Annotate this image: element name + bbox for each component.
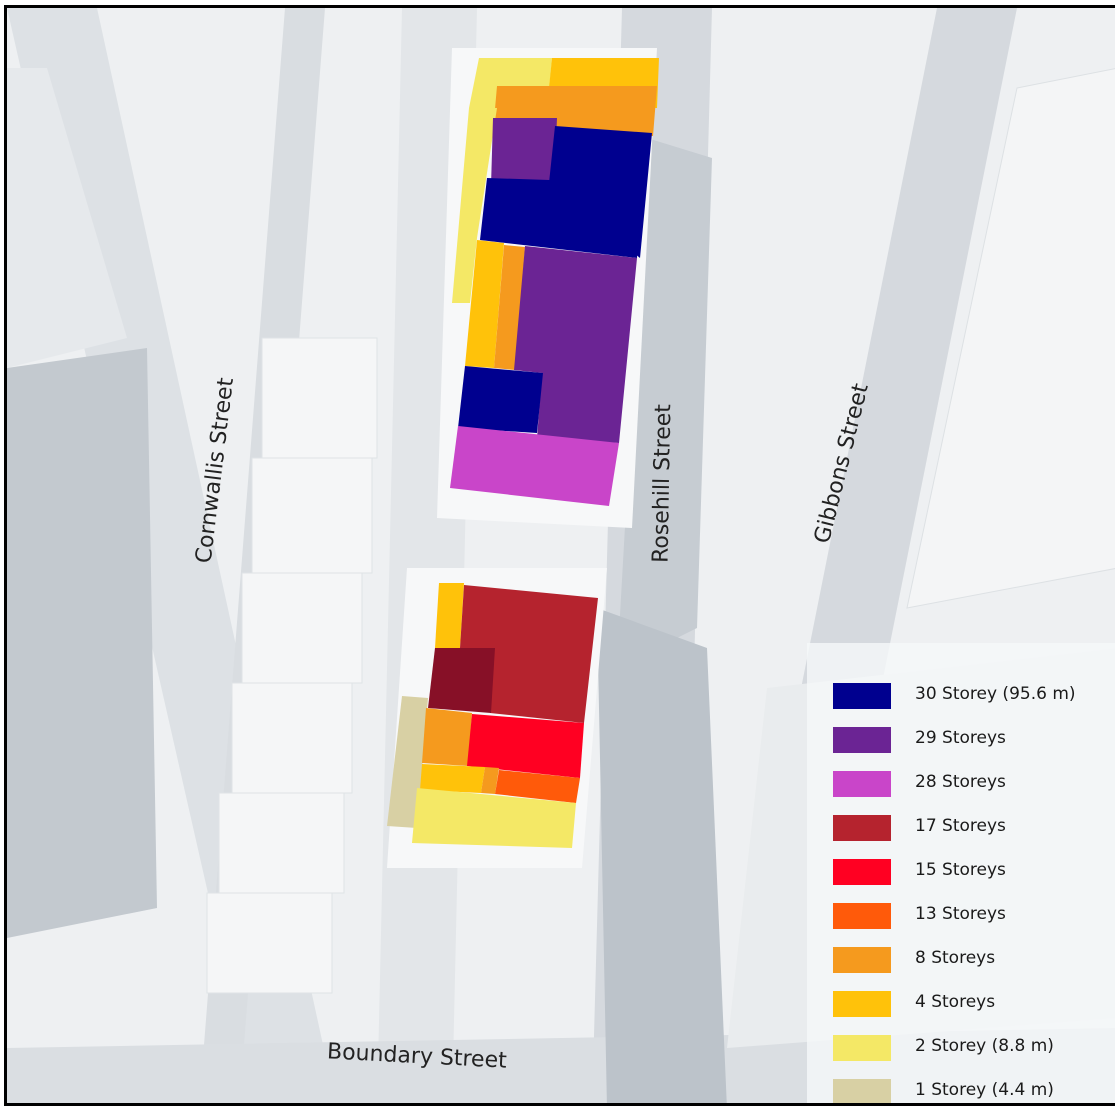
mass-17-storeys-dark	[428, 648, 495, 713]
mass-30-storey	[480, 178, 640, 258]
mass-17-storeys	[460, 585, 598, 723]
legend-label: 4 Storeys	[915, 992, 996, 1012]
legend-label: 28 Storeys	[915, 772, 1006, 792]
legend-swatch	[833, 771, 891, 797]
mass-30-storey	[458, 366, 543, 433]
legend-swatch	[833, 1079, 891, 1103]
mass-8-storeys	[422, 708, 472, 766]
legend-swatch	[833, 1035, 891, 1061]
terrace-house	[251, 457, 373, 574]
legend: 30 Storey (95.6 m) 29 Storeys 28 Storeys…	[807, 643, 1115, 1103]
map-canvas	[7, 8, 1115, 1103]
street-label-rosehill: Rosehill Street	[648, 403, 677, 564]
mass-29-storeys	[514, 246, 637, 443]
building-left-top	[7, 68, 127, 368]
mass-13-storeys	[495, 770, 580, 803]
mass-8-storeys	[481, 767, 499, 794]
legend-label: 30 Storey (95.6 m)	[915, 684, 1076, 704]
legend-swatch	[833, 947, 891, 973]
mass-4-storeys	[435, 583, 464, 648]
building-left-edge	[7, 348, 157, 938]
legend-swatch	[833, 727, 891, 753]
terrace-house	[206, 892, 333, 994]
mass-2-storey	[412, 788, 576, 848]
mass-4-storeys	[420, 764, 485, 793]
mass-15-storeys	[467, 714, 584, 778]
terrace-house	[241, 572, 363, 684]
legend-swatch	[833, 903, 891, 929]
legend-label: 8 Storeys	[915, 948, 996, 968]
legend-label: 2 Storey (8.8 m)	[915, 1036, 1054, 1056]
mass-29-storeys	[491, 118, 557, 186]
legend-label: 29 Storeys	[915, 728, 1006, 748]
legend-swatch	[833, 683, 891, 709]
mass-28-storeys	[450, 426, 619, 506]
legend-label: 15 Storeys	[915, 860, 1006, 880]
legend-label: 1 Storey (4.4 m)	[915, 1080, 1054, 1100]
building-right-top	[906, 68, 1115, 609]
legend-label: 17 Storeys	[915, 816, 1006, 836]
legend-swatch	[833, 859, 891, 885]
legend-swatch	[833, 991, 891, 1017]
terrace-house	[231, 682, 353, 794]
tower-shadow-south	[597, 608, 727, 1103]
mass-4-storeys	[465, 240, 504, 368]
terrace-house	[261, 337, 378, 459]
map-frame: Cornwallis Street Rosehill Street Gibbon…	[4, 5, 1115, 1106]
legend-swatch	[833, 815, 891, 841]
mass-2-storey	[452, 108, 497, 303]
terrace-house	[218, 792, 345, 894]
legend-label: 13 Storeys	[915, 904, 1006, 924]
